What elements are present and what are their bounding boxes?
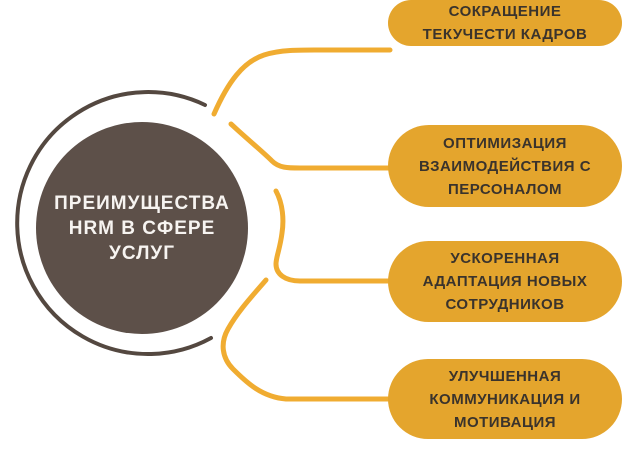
benefit-pill-label: УСКОРЕННАЯ АДАПТАЦИЯ НОВЫХ СОТРУДНИКОВ	[422, 250, 588, 313]
connector-line-2	[228, 121, 393, 171]
circle-ring-arc	[15, 90, 213, 357]
central-topic-circle: ПРЕИМУЩЕСТВА HRM В СФЕРЕ УСЛУГ	[36, 122, 248, 334]
connector-line-1	[211, 47, 393, 117]
benefit-pill-turnover: СОКРАЩЕНИЕ ТЕКУЧЕСТИ КАДРОВ	[388, 0, 622, 46]
central-topic-label: ПРЕИМУЩЕСТВА HRM В СФЕРЕ УСЛУГ	[54, 192, 230, 264]
benefit-pill-label: УЛУЧШЕННАЯ КОММУНИКАЦИЯ И МОТИВАЦИЯ	[429, 367, 581, 431]
connector-line-4	[220, 277, 393, 402]
benefit-pill-adaptation: УСКОРЕННАЯ АДАПТАЦИЯ НОВЫХ СОТРУДНИКОВ	[388, 241, 622, 322]
benefit-pill-label: ОПТИМИЗАЦИЯ ВЗАИМОДЕЙСТВИЯ С ПЕРСОНАЛОМ	[418, 134, 592, 198]
connector-line-3	[273, 188, 393, 284]
benefit-pill-label: СОКРАЩЕНИЕ ТЕКУЧЕСТИ КАДРОВ	[422, 3, 588, 43]
benefit-pill-optimization: ОПТИМИЗАЦИЯ ВЗАИМОДЕЙСТВИЯ С ПЕРСОНАЛОМ	[388, 125, 622, 207]
benefit-pill-communication: УЛУЧШЕННАЯ КОММУНИКАЦИЯ И МОТИВАЦИЯ	[388, 359, 622, 439]
